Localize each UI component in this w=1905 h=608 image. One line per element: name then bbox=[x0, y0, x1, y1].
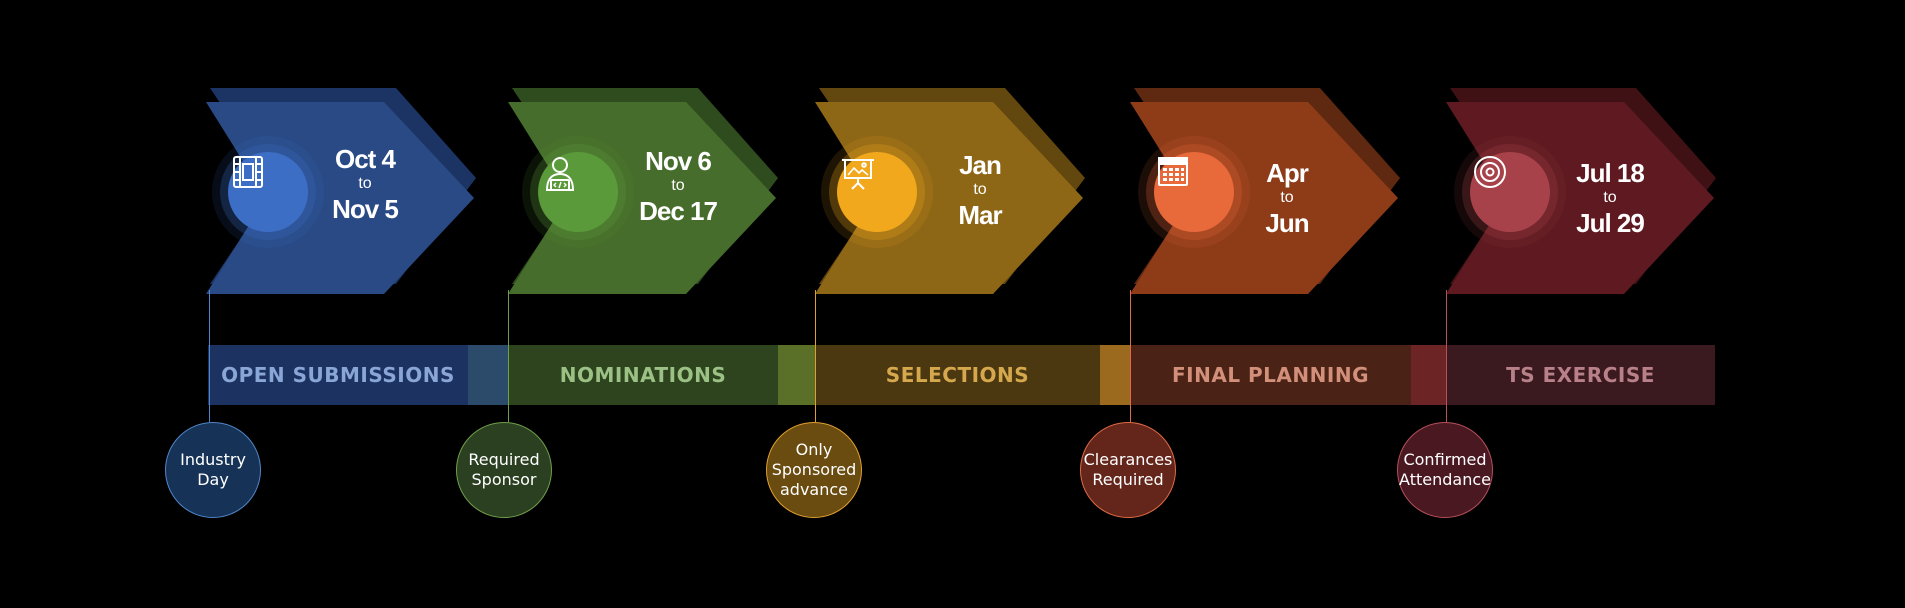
phase-chevron-open-submissions: Oct 4 to Nov 5 bbox=[206, 88, 482, 310]
date-start: Jan bbox=[959, 150, 1002, 180]
date-start: Apr bbox=[1266, 158, 1309, 188]
milestone-required-sponsor: Required Sponsor bbox=[456, 422, 552, 518]
band-gap bbox=[468, 345, 508, 405]
date-end: Jun bbox=[1265, 208, 1309, 238]
date-end: Jul 29 bbox=[1576, 208, 1645, 238]
milestone-label: Required Sponsor bbox=[468, 450, 540, 489]
band-gap bbox=[778, 345, 815, 405]
presentation-icon bbox=[837, 152, 917, 232]
phase-chevron-selections: Jan to Mar bbox=[815, 88, 1091, 310]
phase-dates: Jan to Mar bbox=[920, 150, 1040, 230]
date-to: to bbox=[1280, 189, 1294, 206]
connector-line bbox=[815, 290, 816, 422]
calendar-icon bbox=[1154, 152, 1234, 232]
milestone-confirmed-attendance: Confirmed Attendance bbox=[1397, 422, 1493, 518]
phase-chevron-ts-exercise: Jul 18 to Jul 29 bbox=[1446, 88, 1722, 310]
phase-dates: Nov 6 to Dec 17 bbox=[618, 146, 738, 226]
phase-chevron-nominations: Nov 6 to Dec 17 bbox=[508, 88, 784, 310]
milestone-label: Clearances Required bbox=[1083, 450, 1173, 489]
date-start: Jul 18 bbox=[1576, 158, 1645, 188]
connector-line bbox=[1130, 290, 1131, 422]
phase-band-final-planning: FINAL PLANNING bbox=[1130, 345, 1411, 405]
date-end: Nov 5 bbox=[332, 194, 399, 224]
connector-line bbox=[1446, 290, 1447, 422]
date-to: to bbox=[973, 181, 987, 198]
milestone-label: Industry Day bbox=[180, 450, 246, 489]
phase-band-open-submissions: OPEN SUBMISSIONS bbox=[208, 345, 468, 405]
phase-band-ts-exercise: TS EXERCISE bbox=[1446, 345, 1715, 405]
phase-dates: Apr to Jun bbox=[1227, 158, 1347, 238]
phase-band-nominations: NOMINATIONS bbox=[508, 345, 778, 405]
date-to: to bbox=[1603, 189, 1617, 206]
milestone-industry-day: Industry Day bbox=[165, 422, 261, 518]
film-icon bbox=[228, 152, 308, 232]
date-end: Mar bbox=[958, 200, 1002, 230]
band-gap bbox=[1100, 345, 1130, 405]
date-to: to bbox=[671, 177, 685, 194]
date-start: Nov 6 bbox=[645, 146, 712, 176]
phase-dates: Oct 4 to Nov 5 bbox=[305, 144, 425, 224]
date-end: Dec 17 bbox=[639, 196, 718, 226]
phase-band-selections: SELECTIONS bbox=[815, 345, 1100, 405]
milestone-label: Only Sponsored advance bbox=[771, 440, 857, 499]
milestone-clearances-required: Clearances Required bbox=[1080, 422, 1176, 518]
band-gap bbox=[1411, 345, 1446, 405]
milestone-only-sponsored-advance: Only Sponsored advance bbox=[766, 422, 862, 518]
connector-line bbox=[508, 290, 509, 422]
date-to: to bbox=[358, 175, 372, 192]
date-start: Oct 4 bbox=[334, 144, 396, 174]
milestone-label: Confirmed Attendance bbox=[1399, 450, 1491, 489]
target-icon bbox=[1470, 152, 1550, 232]
developer-icon bbox=[538, 152, 618, 232]
connector-line bbox=[209, 290, 210, 422]
phase-chevron-final-planning: Apr to Jun bbox=[1130, 88, 1406, 310]
phase-dates: Jul 18 to Jul 29 bbox=[1550, 158, 1670, 238]
